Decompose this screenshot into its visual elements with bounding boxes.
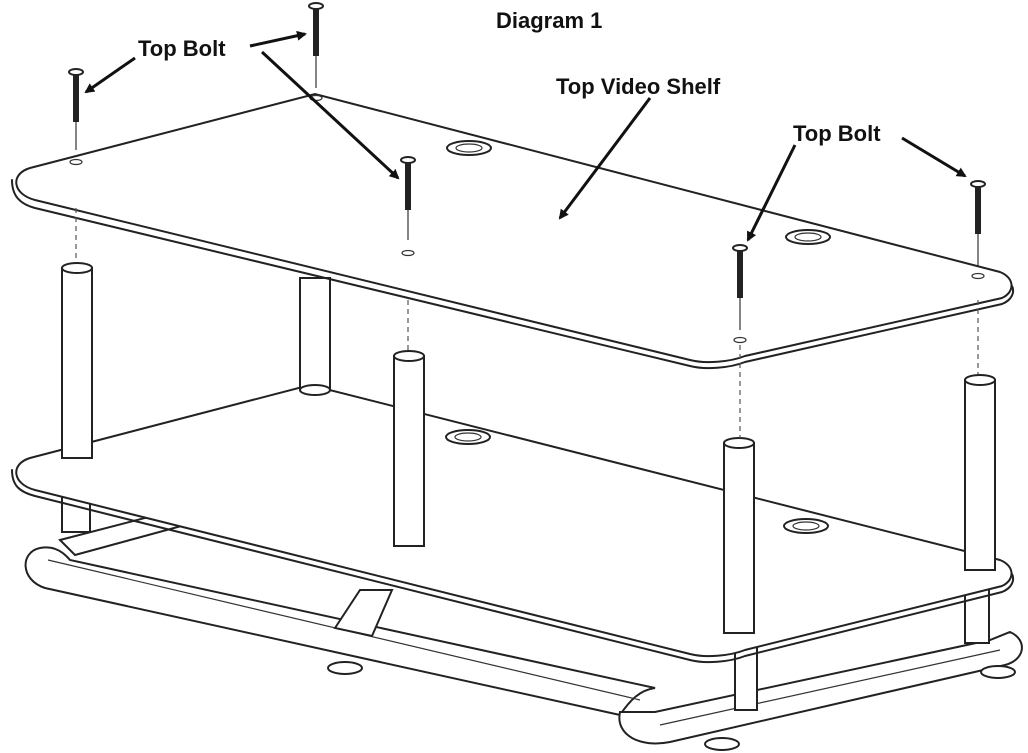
arrow-to-top-shelf xyxy=(558,97,652,220)
cable-grommet xyxy=(785,229,831,245)
arrow-to-back-bolt xyxy=(249,30,307,48)
cable-grommet xyxy=(783,518,829,534)
top-bolts xyxy=(68,2,986,330)
top-bolt xyxy=(68,68,84,150)
label-top-bolt-right: Top Bolt xyxy=(793,121,881,146)
callout-arrows xyxy=(84,30,967,242)
top-video-shelf xyxy=(11,92,1015,370)
cable-grommet xyxy=(445,429,491,445)
post-front-right xyxy=(723,442,755,634)
bolt-hole xyxy=(971,272,985,280)
post-front-left xyxy=(61,267,93,459)
top-bolt xyxy=(732,244,748,330)
cable-grommet xyxy=(446,140,492,156)
post-middle xyxy=(393,355,425,547)
top-bolt xyxy=(970,180,986,266)
post-back-right xyxy=(964,379,996,571)
bolt-hole xyxy=(69,158,83,166)
label-top-bolt-left: Top Bolt xyxy=(138,36,226,61)
lower-shelf xyxy=(11,383,1015,664)
bolt-hole xyxy=(733,336,747,344)
post-back-left xyxy=(299,277,331,391)
label-top-video-shelf: Top Video Shelf xyxy=(556,74,721,99)
diagram-title: Diagram 1 xyxy=(496,8,602,33)
top-bolt xyxy=(308,2,324,88)
leveling-foot xyxy=(980,665,1016,679)
support-posts xyxy=(61,262,996,634)
arrow-to-front-right-bolt xyxy=(746,144,797,242)
alignment-lines xyxy=(75,208,979,438)
leveling-foot xyxy=(327,661,363,675)
top-bolt xyxy=(400,156,416,240)
arrow-to-back-right-bolt xyxy=(901,136,967,178)
arrow-to-left-bolt xyxy=(84,56,136,94)
leveling-foot xyxy=(704,737,740,751)
bolt-hole xyxy=(401,249,415,257)
arrow-to-middle-bolt xyxy=(260,50,400,180)
